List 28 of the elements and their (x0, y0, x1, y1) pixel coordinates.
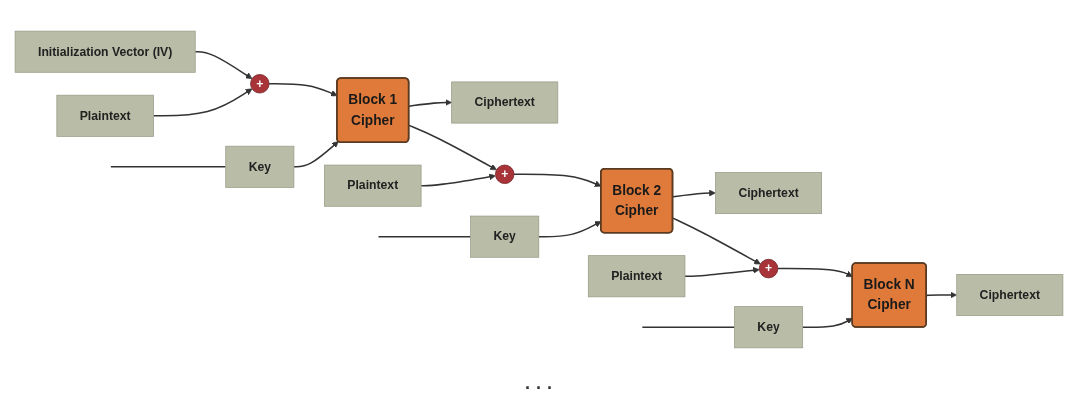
node-circle: + (250, 73, 270, 93)
node-box: Key (470, 215, 540, 258)
node-box: Ciphertext (956, 273, 1064, 316)
node-box: Plaintext (324, 164, 422, 207)
node-box: Key (734, 305, 804, 348)
connector (641, 326, 736, 328)
node-box: Key (225, 145, 295, 188)
arrow (293, 140, 339, 168)
node-circle: + (758, 258, 779, 278)
node-box: Plaintext (56, 94, 154, 137)
arrow (152, 88, 253, 117)
arrow (684, 266, 760, 277)
arrow (408, 98, 452, 107)
ellipsis-text: · · · (525, 378, 553, 400)
connector (377, 235, 472, 237)
node-box: Plaintext (587, 254, 686, 297)
arrow (777, 267, 853, 277)
arrow (420, 173, 496, 186)
node-circle: + (495, 164, 515, 184)
arrow (194, 50, 253, 79)
arrow (408, 124, 497, 170)
arrow (801, 317, 853, 328)
node-box: Ciphertext (451, 81, 559, 124)
connector (110, 165, 227, 168)
node-box: Initialization Vector (IV) (14, 30, 196, 73)
node-box: Ciphertext (715, 171, 823, 214)
arrow (672, 189, 716, 198)
arrow (672, 216, 761, 264)
